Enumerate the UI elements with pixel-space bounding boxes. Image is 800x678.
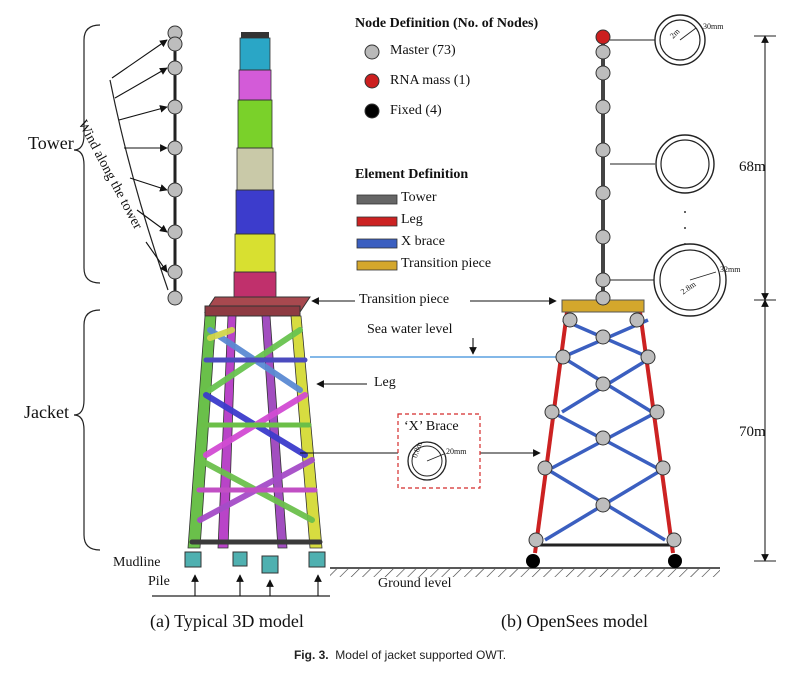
wind-node: [167, 182, 183, 198]
master-node: [595, 142, 611, 158]
legend-master-label: Master (73): [390, 43, 456, 58]
tower-label: Tower: [28, 133, 74, 153]
master-node: [595, 290, 611, 306]
wind-node: [167, 99, 183, 115]
figure-caption: Fig. 3. Model of jacket supported OWT.: [0, 648, 800, 662]
legend-tower-swatch: [356, 194, 398, 205]
opensees-model: [526, 29, 682, 568]
master-node: [595, 229, 611, 245]
wind-node: [167, 140, 183, 156]
fixed-node: [526, 554, 540, 568]
master-node: [544, 404, 560, 420]
master-node: [649, 404, 665, 420]
caption-text: Model of jacket supported OWT.: [335, 648, 507, 662]
ground-level-label: Ground level: [378, 576, 452, 591]
wind-node: [167, 36, 183, 52]
legend-master-node: [364, 44, 380, 60]
wind-node: [167, 60, 183, 76]
element-legend-title: Element Definition: [355, 167, 469, 182]
bottom-section-thickness: 32mm: [720, 265, 741, 274]
master-node: [595, 329, 611, 345]
master-node: [595, 185, 611, 201]
fixed-node: [668, 554, 682, 568]
node-legend-symbols: [364, 44, 380, 119]
master-node: [595, 430, 611, 446]
brace-thickness: 20mm: [446, 447, 467, 456]
legend-transition-swatch: [356, 260, 398, 271]
master-node: [629, 312, 645, 328]
wind-node: [167, 224, 183, 240]
legend-xbrace-label: X brace: [401, 234, 445, 249]
master-node: [655, 460, 671, 476]
sea-water-level-label: Sea water level: [367, 322, 453, 337]
legend-rna-node: [364, 73, 380, 89]
legend-tower-label: Tower: [401, 190, 437, 205]
top-section-thickness: 30mm: [703, 22, 724, 31]
tower-3d-model: [204, 32, 311, 317]
legend-xbrace-swatch: [356, 238, 398, 249]
brace-box: [397, 413, 481, 489]
tower-brace: [73, 24, 101, 284]
leg-label: Leg: [374, 375, 396, 390]
legend-leg-label: Leg: [401, 212, 423, 227]
wind-node: [167, 264, 183, 280]
wind-node: [167, 290, 183, 306]
legend-leg-swatch: [356, 216, 398, 227]
dimension-lines: [754, 35, 776, 562]
x-brace-label: ‘X’ Brace: [404, 419, 459, 434]
master-node: [595, 65, 611, 81]
master-node: [528, 532, 544, 548]
transition-piece-label: Transition piece: [359, 292, 450, 307]
ground-line: [152, 567, 720, 597]
subcaption-a: (a) Typical 3D model: [150, 611, 304, 631]
legend-fixed-node: [364, 103, 380, 119]
jacket-3d-model: [184, 315, 326, 574]
master-node: [595, 376, 611, 392]
master-node: [595, 44, 611, 60]
element-legend-symbols: [356, 194, 398, 271]
master-node: [595, 99, 611, 115]
caption-prefix: Fig. 3.: [293, 648, 329, 662]
height-bottom-label: 70m: [739, 424, 766, 440]
jacket-brace: [73, 309, 101, 551]
master-node: [555, 349, 571, 365]
master-node: [595, 272, 611, 288]
pile-label: Pile: [148, 574, 170, 589]
wind-schematic: [109, 25, 183, 306]
legend-rna-label: RNA mass (1): [390, 73, 471, 88]
legend-transition-label: Transition piece: [401, 256, 492, 271]
master-node: [640, 349, 656, 365]
subcaption-b: (b) OpenSees model: [501, 611, 648, 631]
master-node: [562, 312, 578, 328]
legend-fixed-label: Fixed (4): [390, 103, 442, 118]
master-node: [666, 532, 682, 548]
jacket-label: Jacket: [24, 402, 69, 422]
height-top-label: 68m: [739, 159, 766, 175]
master-node: [537, 460, 553, 476]
mudline-label: Mudline: [113, 555, 161, 570]
master-node: [595, 497, 611, 513]
tower-sections: [610, 14, 727, 317]
rna-mass-node: [595, 29, 611, 45]
node-legend-title: Node Definition (No. of Nodes): [355, 16, 539, 31]
